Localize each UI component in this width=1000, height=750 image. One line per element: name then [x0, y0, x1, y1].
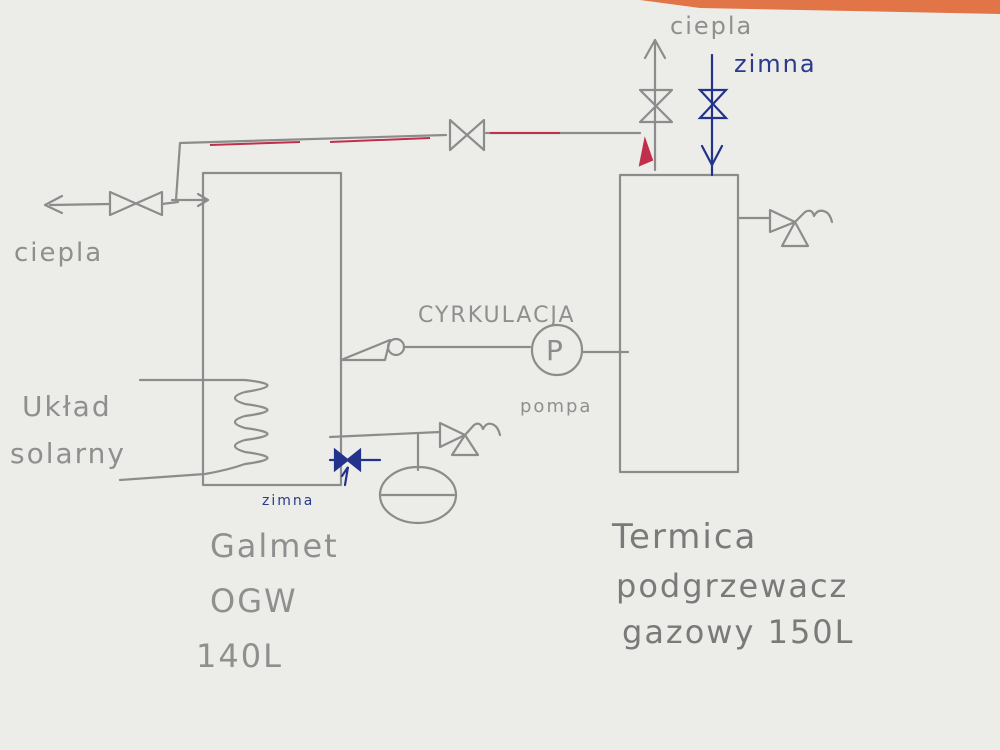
cold-inlet-pipe — [328, 430, 442, 439]
label-cyrkulacja: CYRKULACJA — [418, 303, 576, 328]
cold-inlet-top — [697, 53, 729, 177]
label-ciepla-left: ciepla — [14, 238, 104, 268]
check-valve-icon — [339, 337, 406, 362]
valve-icon-hot-top — [638, 88, 674, 124]
label-termica-line3: gazowy 150L — [622, 613, 855, 651]
valve-icon-left — [108, 190, 164, 217]
label-zimna-bottom: zimna — [262, 493, 315, 509]
hot-water-outlet-pipe — [48, 202, 112, 207]
pump-symbol-text: P — [546, 334, 563, 367]
hot-line-red-ink — [209, 132, 654, 167]
safety-valve-icon-bottom — [438, 421, 502, 457]
safety-valve-icon-right — [768, 208, 834, 248]
cold-inlet-bottom — [328, 447, 382, 487]
label-termica-line2: podgrzewacz — [616, 567, 849, 605]
solar-coil-icon — [118, 378, 269, 482]
label-zimna-top: zimna — [734, 50, 817, 78]
label-termica-line1: Termica — [612, 517, 758, 557]
label-uklad: Układ — [22, 390, 112, 423]
valve-icon-top — [448, 118, 486, 152]
expansion-tank-icon — [378, 465, 458, 525]
label-galmet-line1: Galmet — [210, 527, 339, 565]
pump-icon — [530, 323, 584, 377]
termica-heater — [618, 173, 740, 474]
label-solarny: solarny — [10, 437, 126, 470]
label-pompa: pompa — [520, 396, 593, 417]
label-galmet-line3: 140L — [196, 637, 283, 675]
arrow-into-tank-icon — [196, 192, 210, 208]
label-galmet-line2: OGW — [210, 582, 298, 620]
label-ciepla-top: ciepla — [670, 12, 754, 40]
galmet-tank — [201, 171, 343, 487]
hot-pipe-left — [174, 133, 448, 202]
orange-corner — [640, 0, 1000, 14]
arrow-up-icon — [643, 38, 667, 60]
arrow-left-icon — [43, 194, 64, 215]
